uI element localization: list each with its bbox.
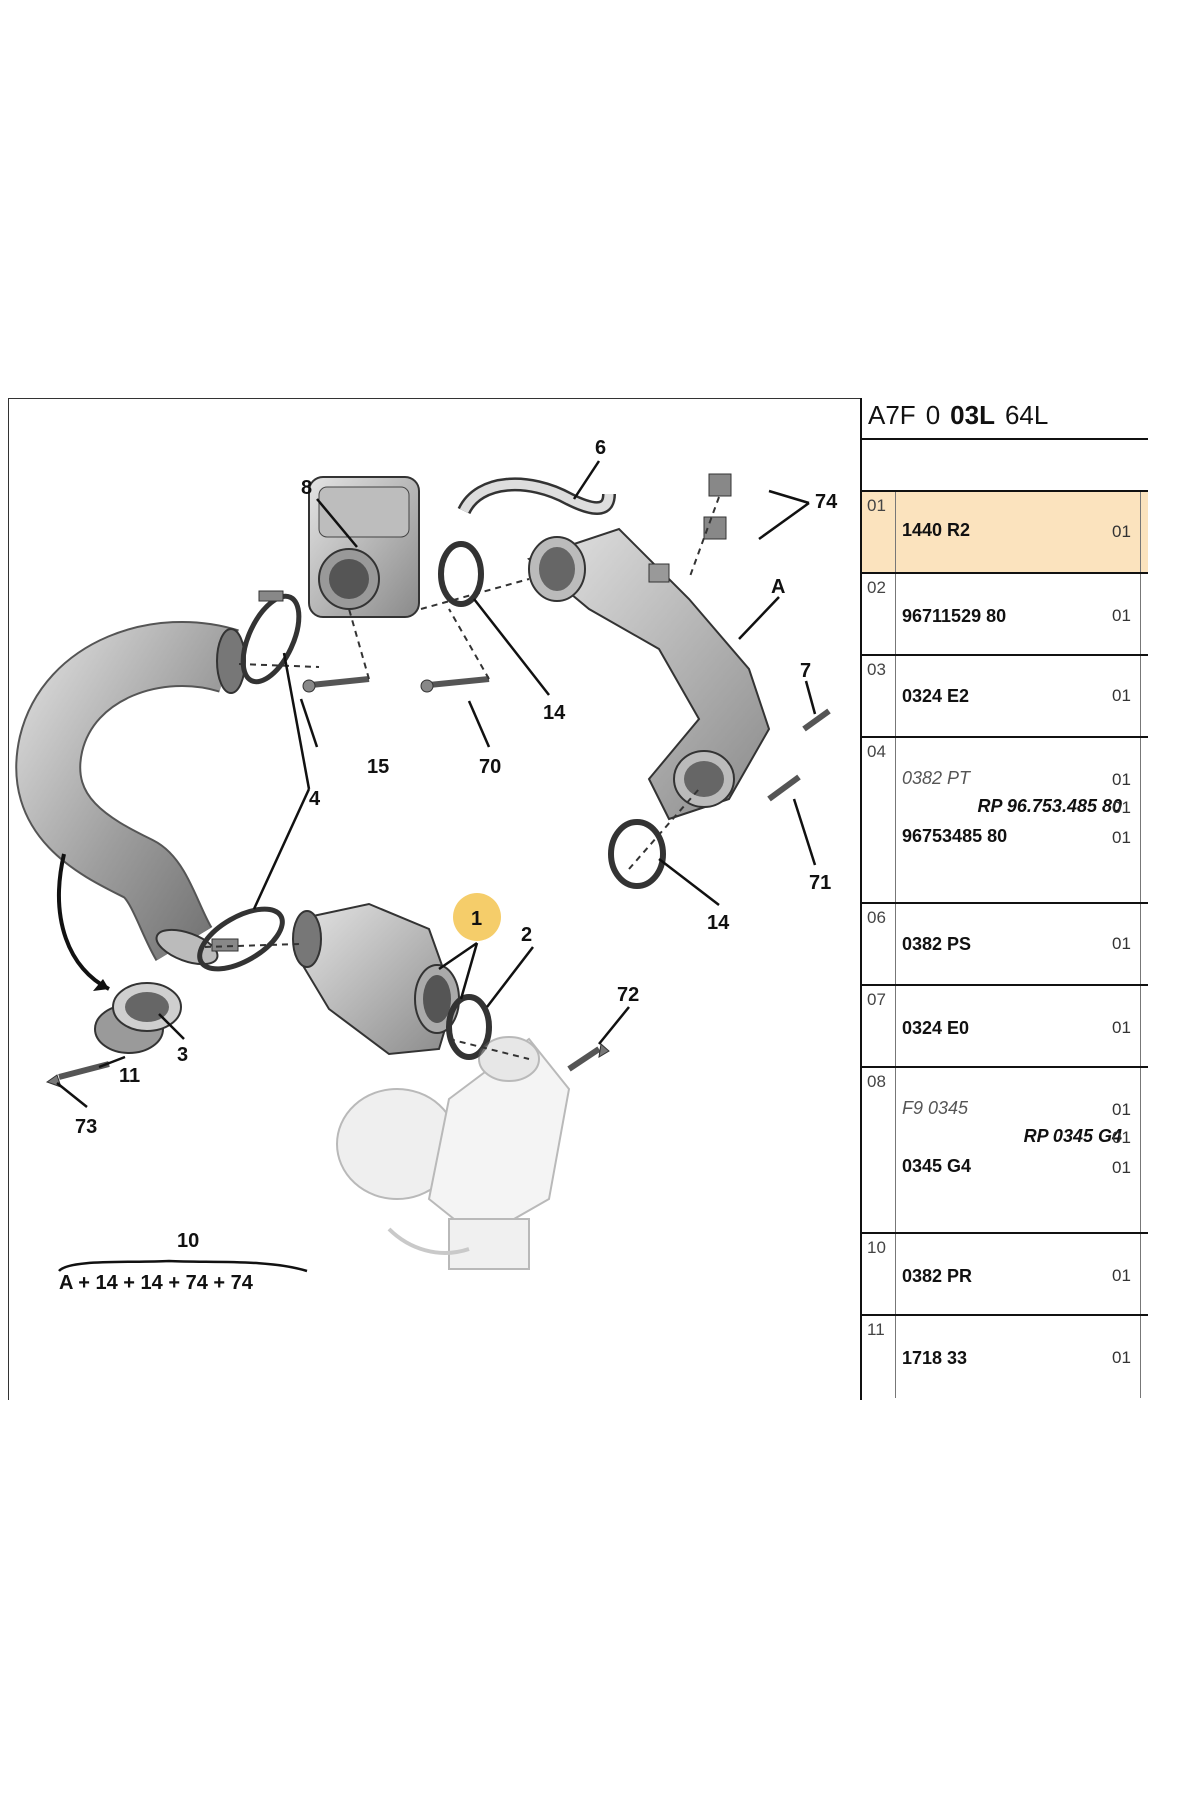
intake-manifold	[526, 527, 771, 821]
qty-column	[1140, 656, 1148, 736]
callout-70: 70	[479, 756, 501, 778]
row-index: 01	[862, 492, 896, 572]
catalog-subheader-row	[862, 440, 1148, 492]
callout-4: 4	[309, 788, 321, 810]
qty-column	[1140, 1234, 1148, 1314]
callout-15: 15	[367, 756, 389, 778]
callout-71: 71	[809, 872, 831, 894]
callout-1: 1	[471, 908, 482, 930]
row-index: 08	[862, 1068, 896, 1232]
qty-column	[1140, 738, 1148, 902]
qty-column	[1140, 492, 1148, 572]
callout-11: 11	[119, 1065, 140, 1087]
row-index: 11	[862, 1316, 896, 1398]
row-index: 07	[862, 986, 896, 1066]
quantity: 01	[1112, 1128, 1131, 1147]
hose-clamp-lower	[197, 906, 285, 972]
qty-column	[1140, 1316, 1148, 1398]
table-row[interactable]: 03 0324 E2 01 (	[862, 656, 1148, 738]
intake-hose	[15, 621, 246, 966]
turbo-inlet-adapter	[292, 902, 460, 1056]
ref-part-1: A7F	[868, 400, 916, 430]
parts-table: 01 1440 R2 01 ( 02 96711529 80 01 ( 03 0…	[862, 492, 1148, 1398]
catalog-reference-header: A7F 0 03L 64L	[862, 398, 1148, 440]
callout-3: 3	[177, 1044, 188, 1066]
callout-72: 72	[617, 984, 639, 1006]
coupling-sleeve	[94, 982, 182, 1054]
row-index: 02	[862, 574, 896, 654]
callout-6: 6	[595, 437, 606, 459]
table-row[interactable]: 08 F9 0345 RP 0345 G4 0345 G4 01 01 01 I	[862, 1068, 1148, 1234]
quantity: 01	[1112, 828, 1131, 847]
kit-formula: A + 14 + 14 + 74 + 74	[59, 1272, 254, 1294]
ref-part-4: 64L	[1004, 400, 1049, 430]
callout-A: A	[771, 576, 785, 598]
callout-highlight	[453, 893, 501, 941]
row-index: 06	[862, 904, 896, 984]
part-number: 0345 G4	[902, 1156, 972, 1176]
quantity: 01	[1112, 1100, 1131, 1119]
quantity: 01	[1112, 522, 1131, 541]
exploded-parts-diagram: 6 8 74 A 14 15 70 7 4 71 14 1 2 72 3 11 …	[8, 398, 860, 1400]
quantity: 01	[1112, 686, 1131, 705]
table-row[interactable]: 07 0324 E0 01 V	[862, 986, 1148, 1068]
callout-73: 73	[75, 1116, 97, 1138]
replacement-part: RP 96.753.485 80	[977, 796, 1122, 816]
part-number-superseded: 0382 PT	[902, 768, 971, 788]
replacement-part: RP 0345 G4	[1023, 1126, 1122, 1146]
quantity: 01	[1112, 770, 1131, 789]
ref-part-3: 03L	[950, 400, 995, 430]
table-row[interactable]: 10 0382 PR 01 I	[862, 1234, 1148, 1316]
quantity: 01	[1112, 798, 1131, 817]
callout-8: 8	[301, 477, 312, 499]
part-number: 1718 33	[902, 1348, 968, 1368]
part-number: 96711529 80	[902, 606, 1007, 626]
part-number: 0324 E2	[902, 686, 970, 706]
qty-column	[1140, 1068, 1148, 1232]
part-number-superseded: F9 0345	[902, 1098, 969, 1118]
part-number: 0382 PR	[902, 1266, 973, 1286]
quantity: 01	[1112, 934, 1131, 953]
part-number: 0324 E0	[902, 1018, 970, 1038]
table-row[interactable]: 02 96711529 80 01 (	[862, 574, 1148, 656]
quantity: 01	[1112, 1348, 1131, 1367]
callout-74: 74	[815, 491, 838, 513]
row-index: 03	[862, 656, 896, 736]
quantity: 01	[1112, 1158, 1131, 1177]
parts-list-panel: A7F 0 03L 64L 01 1440 R2 01 ( 02 96711529 8…	[860, 398, 1148, 1400]
table-row[interactable]: 04 0382 PT RP 96.753.485 80 96753485 80 …	[862, 738, 1148, 904]
qty-column	[1140, 986, 1148, 1066]
callout-10: 10	[177, 1230, 199, 1252]
callout-7: 7	[800, 660, 811, 682]
diagram-drawing: 6 8 74 A 14 15 70 7 4 71 14 1 2 72 3 11 …	[15, 437, 838, 1294]
callout-14-lower: 14	[707, 912, 730, 934]
table-row[interactable]: 11 1718 33 01 (	[862, 1316, 1148, 1398]
quantity: 01	[1112, 1018, 1131, 1037]
qty-column	[1140, 574, 1148, 654]
throttle-body	[308, 476, 420, 618]
table-row[interactable]: 06 0382 PS 01 I	[862, 904, 1148, 986]
callout-14-upper: 14	[543, 702, 566, 724]
turbocharger-ghost	[336, 1036, 571, 1270]
table-row[interactable]: 01 1440 R2 01 (	[862, 492, 1148, 574]
qty-column	[1140, 904, 1148, 984]
part-number: 96753485 80	[902, 826, 1008, 846]
ref-part-2: 0	[925, 400, 941, 430]
quantity: 01	[1112, 1266, 1131, 1285]
quantity: 01	[1112, 606, 1131, 625]
callout-2: 2	[521, 924, 532, 946]
part-number: 0382 PS	[902, 934, 972, 954]
parts-catalog-page: 6 8 74 A 14 15 70 7 4 71 14 1 2 72 3 11 …	[8, 398, 1148, 1400]
row-index: 10	[862, 1234, 896, 1314]
part-number: 1440 R2	[902, 520, 971, 540]
kit-brace	[58, 1259, 308, 1273]
hose-clamp-upper	[240, 590, 302, 685]
row-index: 04	[862, 738, 896, 902]
